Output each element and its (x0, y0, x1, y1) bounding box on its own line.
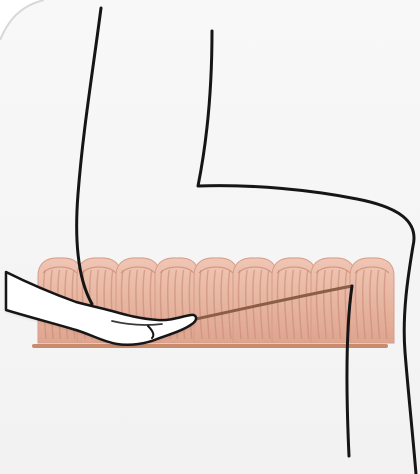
pleat (194, 258, 238, 343)
right-arm-outline (198, 31, 416, 474)
pleat (233, 258, 277, 343)
pleat (350, 258, 394, 343)
